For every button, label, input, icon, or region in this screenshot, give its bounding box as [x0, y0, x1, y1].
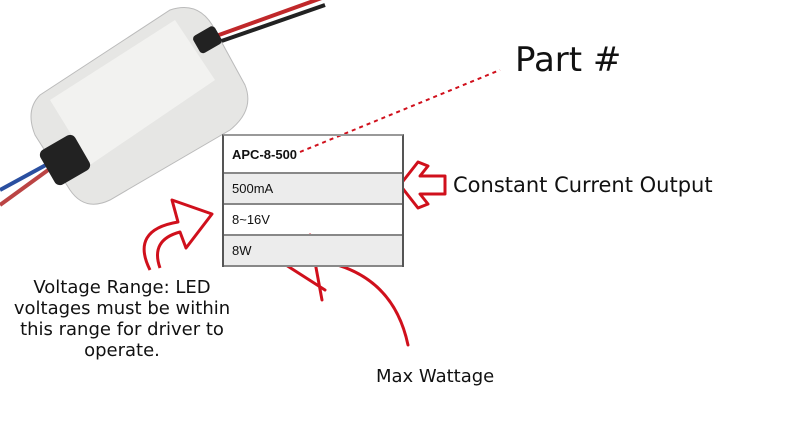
current-cell: 500mA [224, 174, 402, 205]
part-number-cell: APC-8-500 [224, 136, 402, 174]
part-label: Part # [515, 40, 622, 80]
current-label: Constant Current Output [453, 173, 713, 197]
voltage-label: Voltage Range: LED voltages must be with… [13, 277, 231, 361]
wattage-label: Max Wattage [376, 366, 495, 387]
wattage-cell: 8W [224, 236, 402, 267]
voltage-cell: 8~16V [224, 205, 402, 236]
spec-table: APC-8-500 500mA 8~16V 8W [222, 134, 404, 267]
